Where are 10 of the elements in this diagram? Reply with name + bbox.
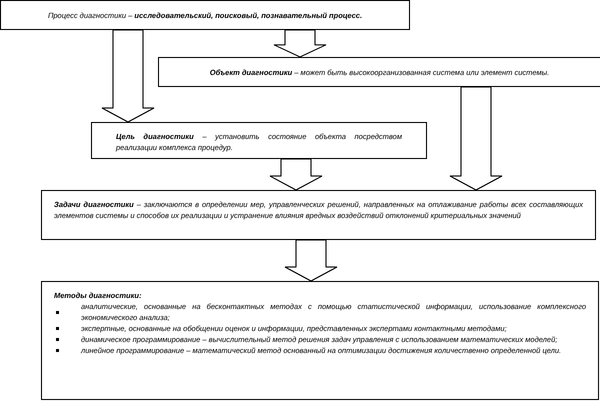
text-box — [0, 0, 410, 30]
text-box — [41, 190, 596, 240]
block-arrow — [284, 240, 338, 282]
block-arrow — [274, 30, 326, 58]
block-arrow — [102, 30, 154, 123]
text-box — [41, 281, 599, 400]
block-arrow — [270, 158, 322, 191]
text-box — [91, 122, 427, 159]
text-box — [158, 57, 600, 87]
block-arrow — [450, 86, 502, 191]
